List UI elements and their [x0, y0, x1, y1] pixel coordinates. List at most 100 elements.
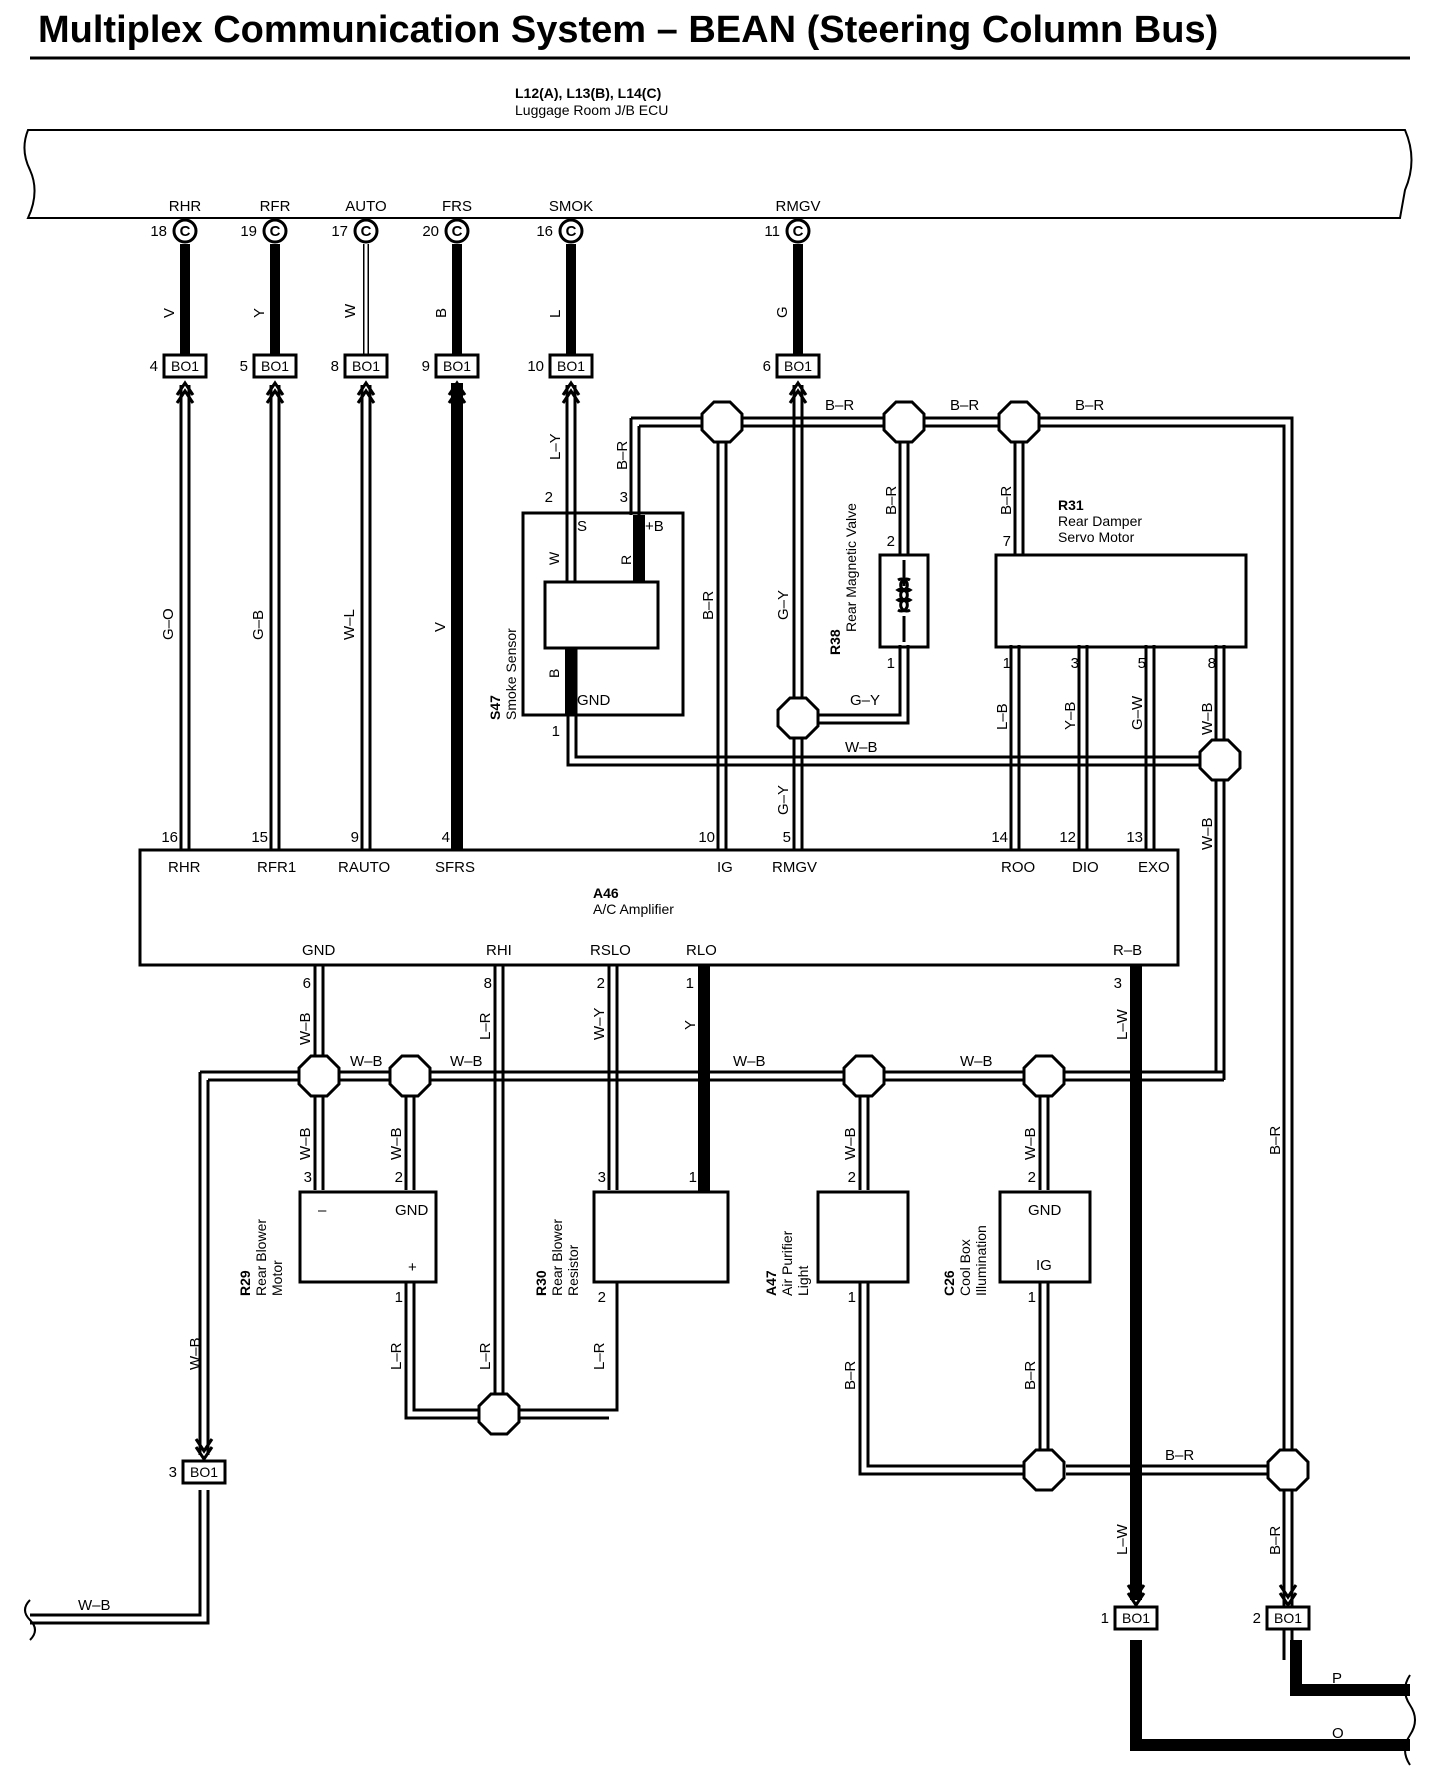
bo1-connector: BO1 3 — [169, 1459, 227, 1485]
blower-motor-code: R29 — [237, 1270, 253, 1296]
svg-text:18: 18 — [150, 223, 167, 240]
svg-text:C: C — [270, 223, 281, 240]
svg-text:5: 5 — [240, 358, 248, 375]
svg-text:RHI: RHI — [486, 942, 512, 959]
svg-text:C: C — [452, 223, 463, 240]
svg-text:2: 2 — [887, 533, 895, 550]
svg-text:BO1: BO1 — [784, 358, 812, 374]
splices-mid — [700, 400, 1242, 782]
bo1-top-connectors: BO1 4 BO1 5 BO1 8 BO1 9 BO1 10 BO1 6 — [150, 353, 821, 379]
svg-text:19: 19 — [240, 223, 257, 240]
svg-text:1: 1 — [1028, 1289, 1036, 1306]
amplifier-name: A/C Amplifier — [593, 901, 674, 917]
svg-text:5: 5 — [1138, 655, 1146, 672]
svg-text:FRS: FRS — [442, 198, 472, 215]
svg-text:P: P — [1332, 1670, 1342, 1687]
svg-text:Y: Y — [251, 308, 268, 318]
splice — [1022, 1448, 1066, 1492]
svg-text:W–B: W–B — [297, 1127, 314, 1160]
magnetic-valve-name: Rear Magnetic Valve — [843, 503, 859, 632]
svg-text:G–O: G–O — [160, 608, 177, 640]
splice — [700, 400, 744, 444]
svg-text:4: 4 — [150, 358, 158, 375]
svg-text:4: 4 — [442, 829, 450, 846]
splice — [297, 1054, 341, 1098]
svg-text:EXO: EXO — [1138, 859, 1170, 876]
mid-wire-labels: G–O G–B W–L V L–Y B–R B–R G–Y B–R B–R G–… — [160, 433, 1216, 850]
svg-text:20: 20 — [422, 223, 439, 240]
svg-text:C: C — [793, 223, 804, 240]
svg-text:11: 11 — [764, 223, 780, 240]
svg-text:Cool Box: Cool Box — [957, 1239, 973, 1296]
svg-text:L–R: L–R — [477, 1342, 494, 1370]
svg-text:R–B: R–B — [1113, 942, 1142, 959]
svg-text:3: 3 — [169, 1464, 177, 1481]
svg-text:1: 1 — [395, 1289, 403, 1306]
svg-text:Servo Motor: Servo Motor — [1058, 529, 1135, 545]
lower-thick-wires — [698, 965, 1410, 1751]
svg-text:W: W — [546, 551, 562, 565]
svg-text:+: + — [408, 1259, 417, 1276]
svg-text:ROO: ROO — [1001, 859, 1035, 876]
svg-text:W–B: W–B — [1199, 702, 1216, 735]
svg-text:2: 2 — [1253, 1610, 1261, 1627]
svg-text:16: 16 — [536, 223, 553, 240]
svg-text:SMOK: SMOK — [549, 198, 593, 215]
svg-text:8: 8 — [484, 975, 492, 992]
svg-text:6: 6 — [303, 975, 311, 992]
splice — [776, 696, 820, 740]
top-bus-labels: B–R B–R B–R — [825, 397, 1104, 414]
ecu-terminal: RHR C 18 — [150, 198, 201, 244]
svg-text:V: V — [432, 622, 449, 632]
smoke-sensor-code: S47 — [487, 695, 503, 720]
svg-text:W–B: W–B — [450, 1053, 483, 1070]
svg-text:W–B: W–B — [297, 1012, 314, 1045]
svg-text:B–R: B–R — [700, 591, 717, 620]
svg-text:B–R: B–R — [1267, 1526, 1284, 1555]
svg-text:GND: GND — [577, 692, 611, 709]
svg-text:B: B — [433, 308, 450, 318]
svg-text:IG: IG — [1036, 1257, 1052, 1274]
page-title: Multiplex Communication System – BEAN (S… — [38, 9, 1218, 51]
svg-text:L–R: L–R — [388, 1342, 405, 1370]
svg-text:W–B: W–B — [960, 1053, 993, 1070]
svg-text:Y: Y — [682, 1020, 699, 1030]
svg-text:16: 16 — [161, 829, 178, 846]
svg-text:7: 7 — [1003, 533, 1011, 550]
svg-text:IG: IG — [717, 859, 733, 876]
svg-text:BO1: BO1 — [443, 358, 471, 374]
svg-text:W–B: W–B — [845, 739, 878, 756]
svg-text:Rear Blower: Rear Blower — [549, 1219, 565, 1296]
svg-text:B–R: B–R — [1165, 1447, 1194, 1464]
svg-text:1: 1 — [686, 975, 694, 992]
splice — [842, 1054, 886, 1098]
svg-text:BO1: BO1 — [352, 358, 380, 374]
svg-text:L–Y: L–Y — [547, 433, 564, 460]
mid-arrows — [175, 380, 808, 404]
svg-text:6: 6 — [763, 358, 771, 375]
svg-text:W–B: W–B — [350, 1053, 383, 1070]
svg-text:W–L: W–L — [341, 609, 358, 640]
svg-text:B–R: B–R — [1267, 1126, 1284, 1155]
svg-text:L: L — [547, 310, 564, 318]
svg-text:1: 1 — [552, 723, 560, 740]
svg-text:10: 10 — [527, 358, 544, 375]
svg-text:S: S — [577, 518, 587, 535]
svg-text:L–W: L–W — [1114, 1523, 1131, 1555]
svg-text:W: W — [342, 303, 359, 318]
svg-text:SFRS: SFRS — [435, 859, 475, 876]
svg-text:W–B: W–B — [187, 1337, 204, 1370]
svg-text:Rear Blower: Rear Blower — [253, 1219, 269, 1296]
bo1-connector: BO1 1 — [1101, 1605, 1159, 1631]
svg-text:GND: GND — [1028, 1202, 1062, 1219]
ecu-code: L12(A), L13(B), L14(C) — [515, 85, 661, 101]
svg-text:V: V — [161, 308, 178, 318]
svg-text:G–W: G–W — [1129, 695, 1146, 730]
svg-text:2: 2 — [848, 1169, 856, 1186]
svg-text:RHR: RHR — [168, 859, 201, 876]
svg-text:C: C — [566, 223, 577, 240]
svg-text:Illumination: Illumination — [973, 1225, 989, 1296]
ecu-terminal: RMGV C 11 — [764, 198, 821, 244]
ecu-terminal: RFR C 19 — [240, 198, 291, 244]
svg-text:8: 8 — [331, 358, 339, 375]
